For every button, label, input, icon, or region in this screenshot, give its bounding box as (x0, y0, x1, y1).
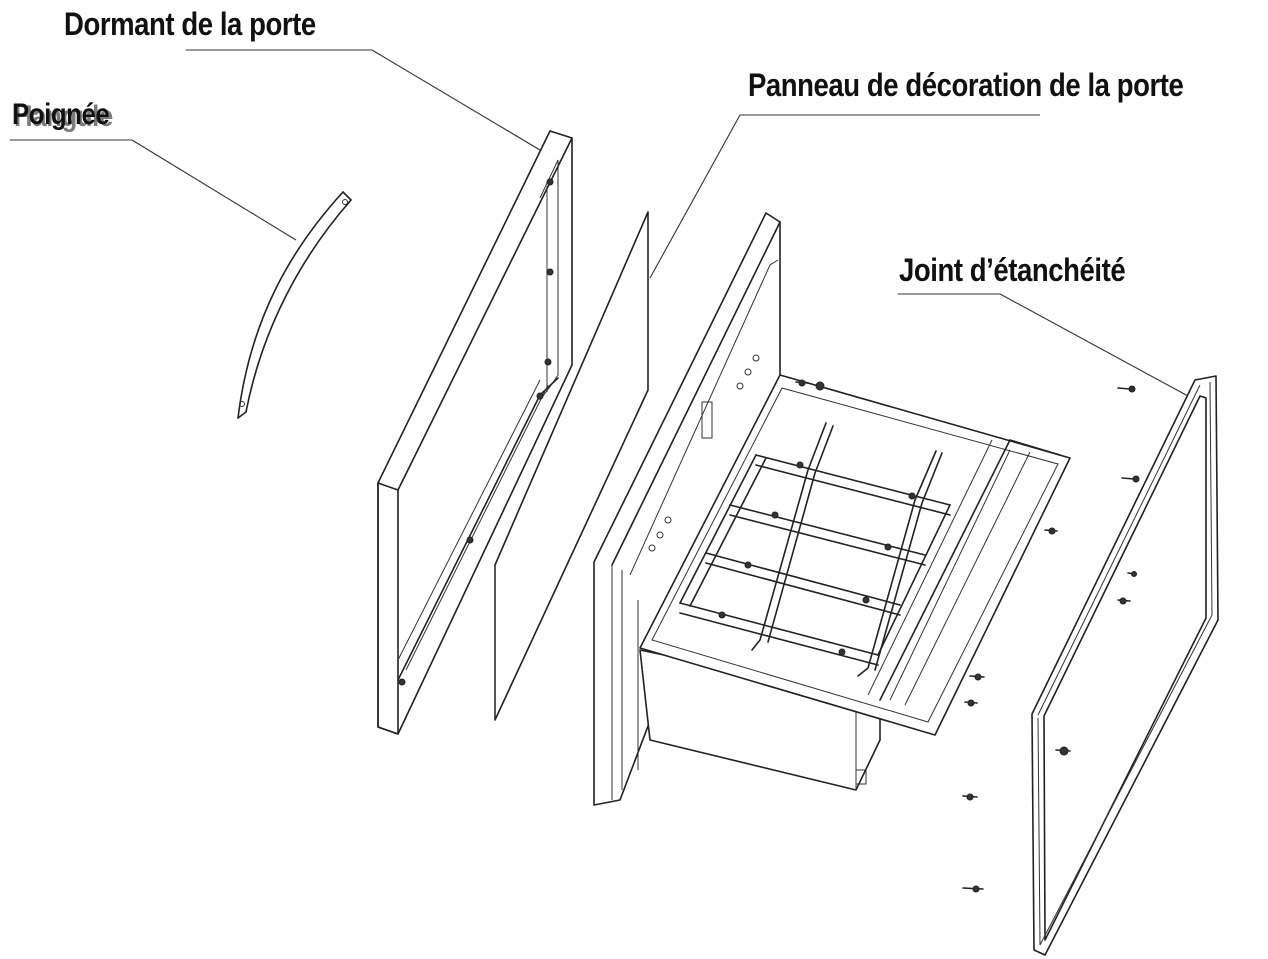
screw-icon (1044, 527, 1058, 535)
screw-icon (969, 673, 985, 681)
label-decoration-panel: Panneau de décoration de la porte (748, 67, 1184, 103)
label-door-frame: Dormant de la porte (64, 6, 316, 42)
screw-icon (962, 885, 984, 893)
label-handle: Poignée (12, 98, 110, 131)
label-gasket: Joint d’étanchéité (899, 252, 1126, 288)
screw-icon (1127, 571, 1137, 577)
screw-icon (964, 699, 978, 707)
panneau-leader (649, 114, 741, 279)
decoration-panel-part (494, 211, 649, 721)
leader-lines (10, 49, 1189, 397)
dormant-leader (371, 49, 541, 151)
handle-part (237, 191, 352, 419)
basket-dividers (679, 422, 951, 677)
basket-rails (679, 454, 951, 666)
screw-icon (1117, 385, 1136, 393)
gasket-part (1031, 375, 1219, 956)
screw-icon (1121, 475, 1140, 483)
poignee-leader (131, 139, 297, 241)
screw-icon (795, 379, 809, 387)
screws (795, 379, 1140, 893)
door-frame-part (377, 130, 573, 735)
label-handle-overlap: Hangule (14, 100, 113, 133)
drawer-part (593, 212, 1071, 806)
joint-leader (999, 293, 1189, 397)
screw-icon (1117, 597, 1131, 605)
screw-icon (1055, 746, 1071, 756)
screw-icon (962, 793, 978, 801)
